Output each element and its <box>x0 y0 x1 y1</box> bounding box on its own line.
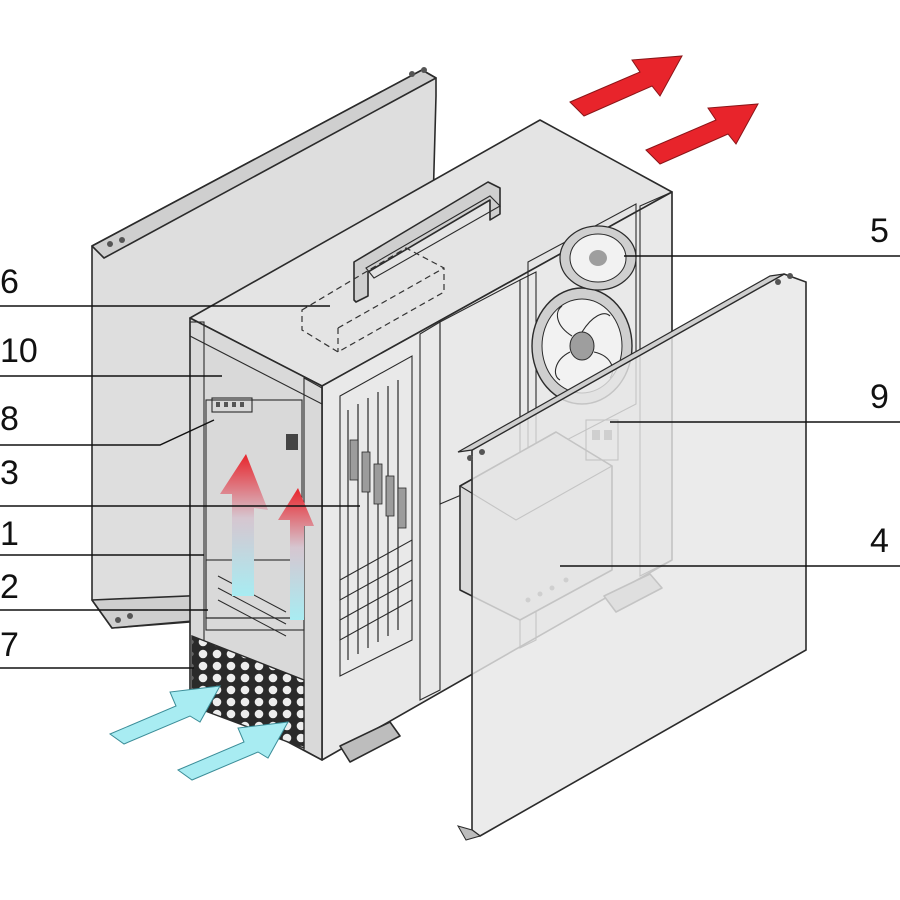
callout-4: 4 <box>870 522 889 560</box>
callout-9: 9 <box>870 378 889 416</box>
hidden-component-outline <box>301 247 445 353</box>
callout-1: 1 <box>0 515 19 553</box>
callout-labels: 6 10 8 3 1 2 7 5 9 4 <box>0 212 889 664</box>
carry-handle[interactable] <box>353 181 501 303</box>
front-air-intake-grille <box>191 634 305 750</box>
right-side-panel <box>456 273 807 841</box>
card-cage <box>339 355 413 677</box>
callout-2: 2 <box>0 568 19 606</box>
leader-lines <box>0 255 900 669</box>
callout-5: 5 <box>870 212 889 250</box>
callout-8: 8 <box>0 400 19 438</box>
callout-6: 6 <box>0 263 19 301</box>
callout-7: 7 <box>0 626 19 664</box>
callout-3: 3 <box>0 454 19 492</box>
airflow-arrow-icon <box>220 454 314 620</box>
exhaust-arrow-icon <box>569 55 759 165</box>
intake-arrow-icon <box>108 685 289 781</box>
callout-10: 10 <box>0 332 38 370</box>
